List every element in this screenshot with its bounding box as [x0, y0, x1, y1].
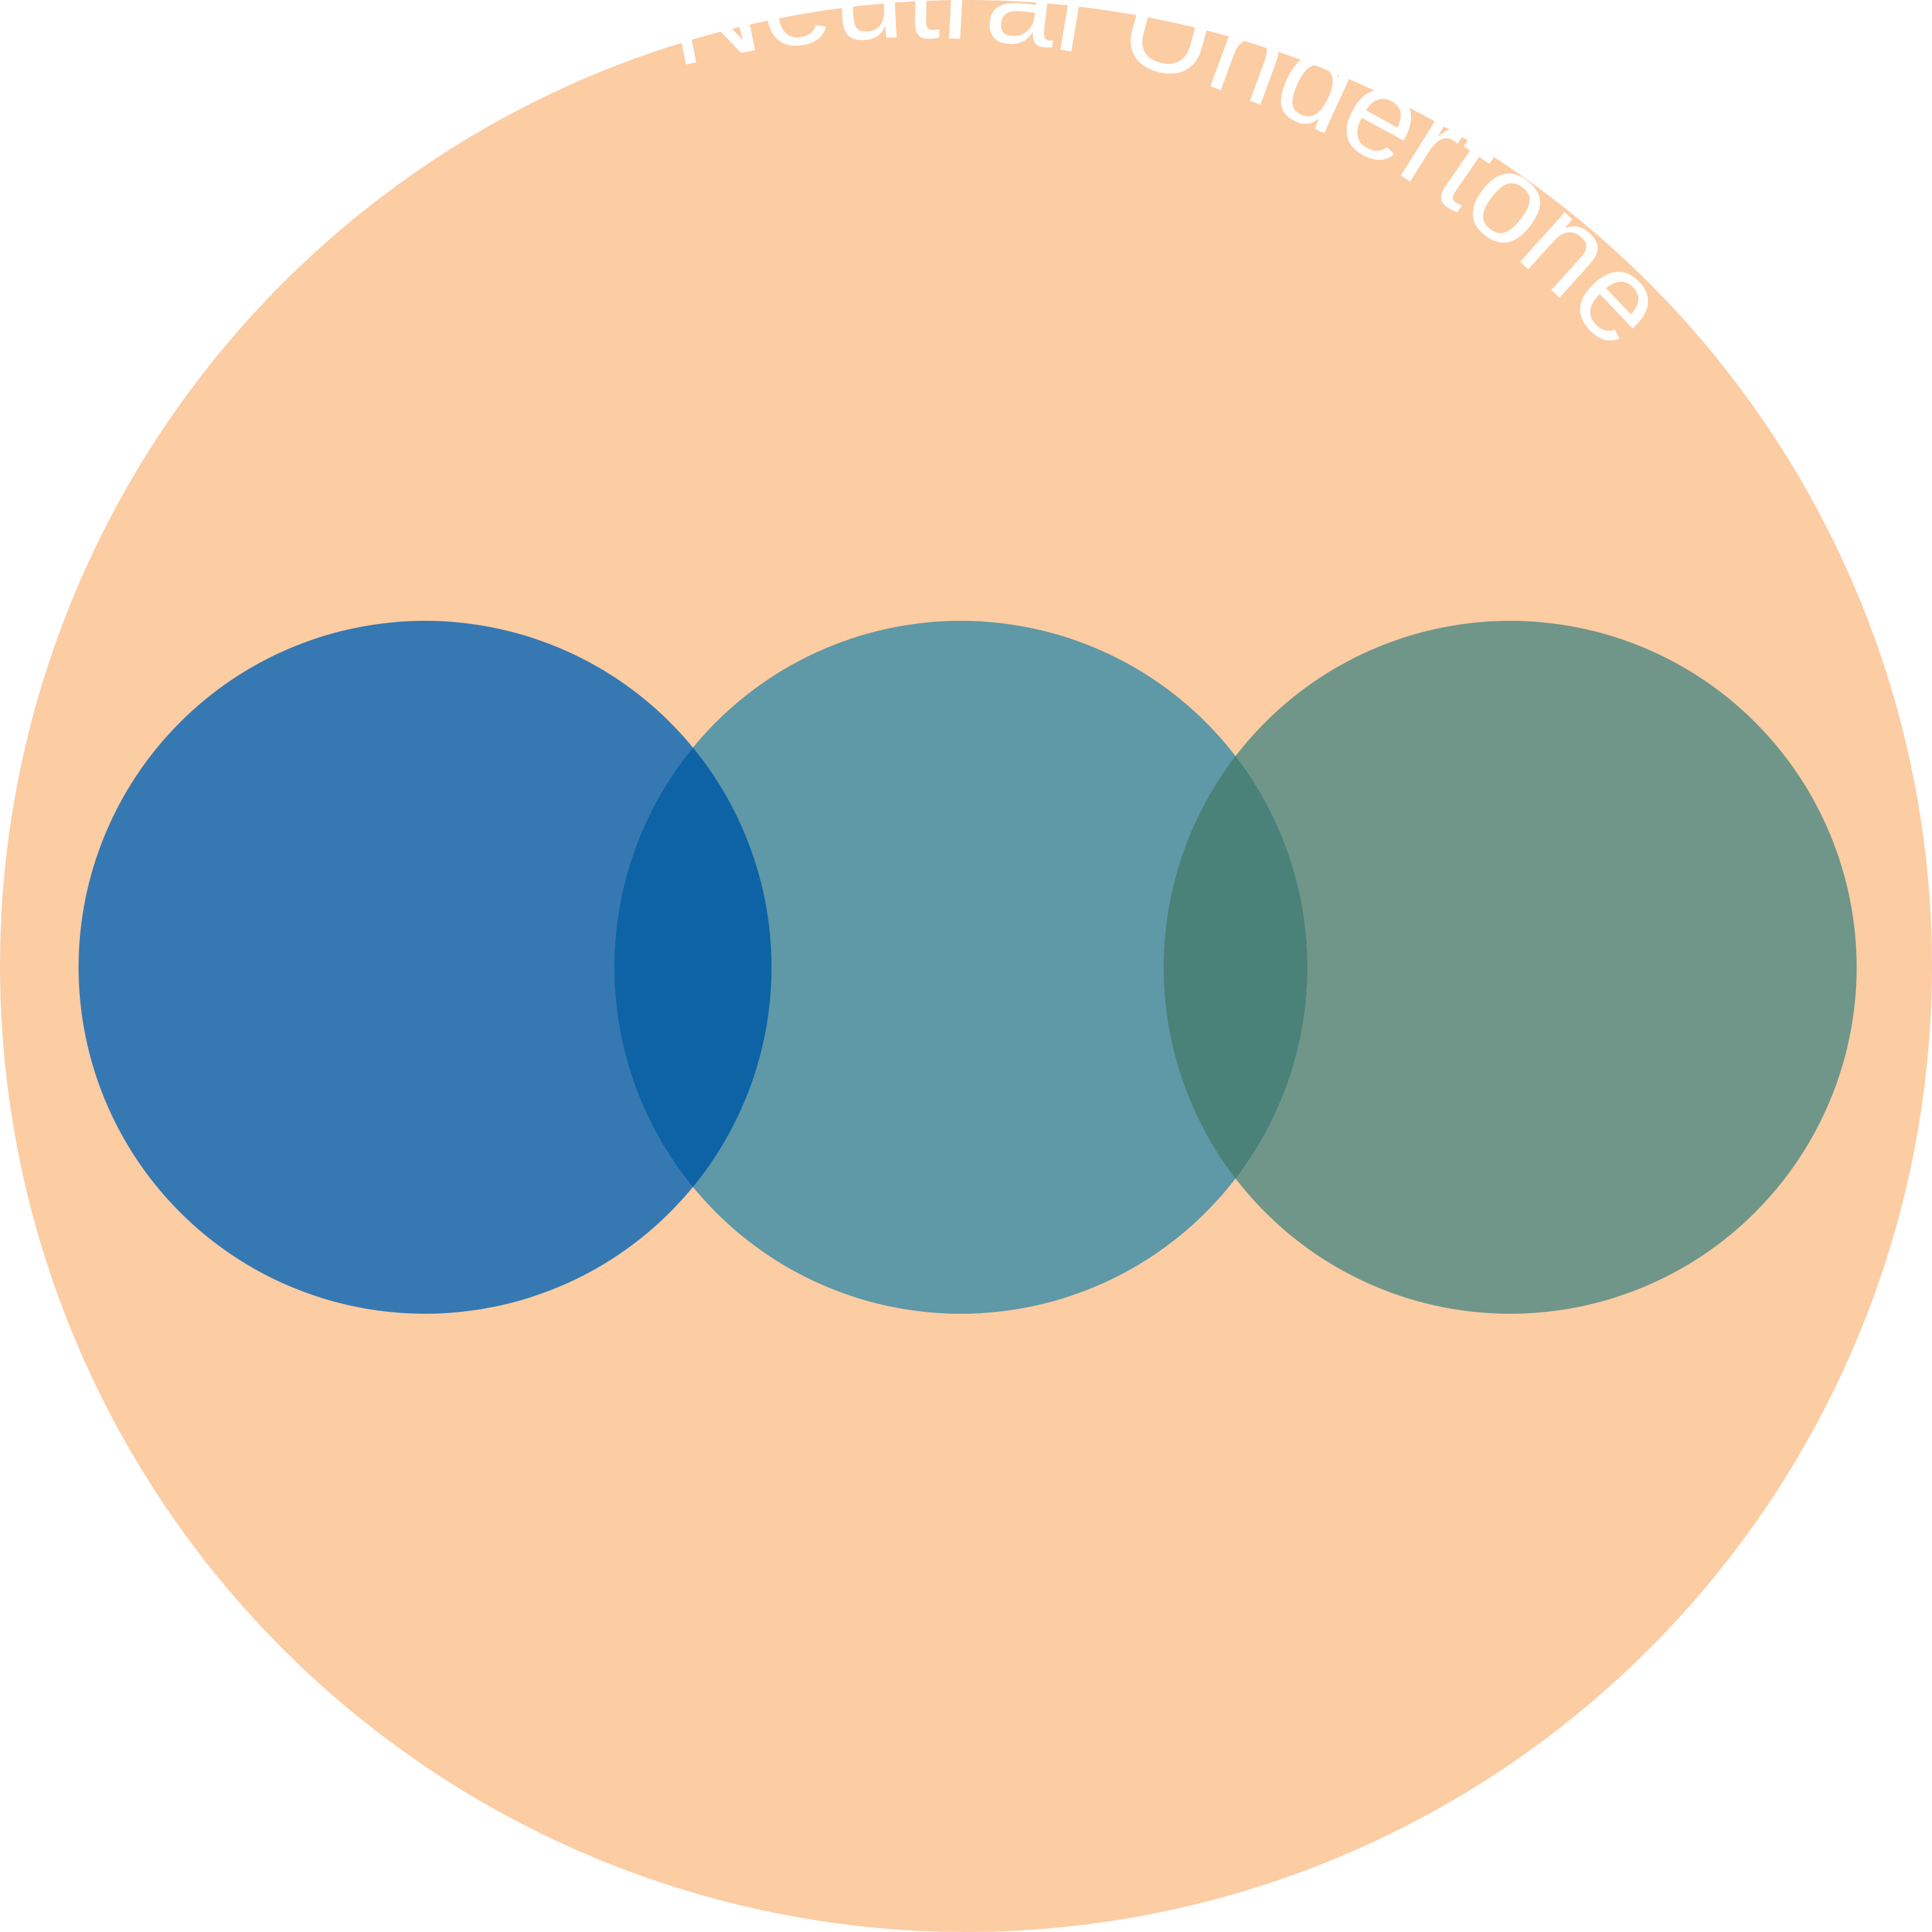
- right-circle: [1164, 621, 1857, 1314]
- center-circle: [614, 621, 1307, 1314]
- left-circle: [79, 621, 772, 1314]
